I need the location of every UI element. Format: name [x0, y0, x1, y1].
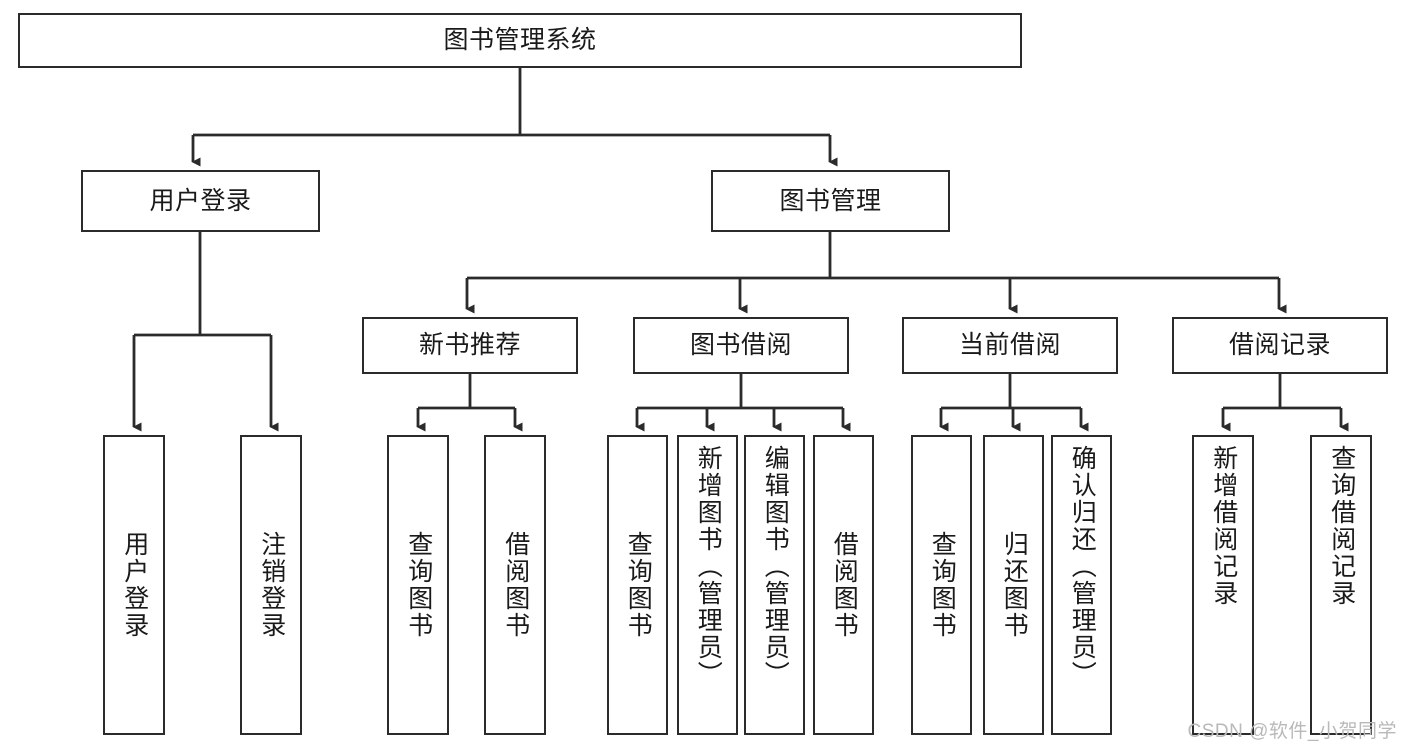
- node-label: 确认归还（管理员）: [1068, 445, 1097, 688]
- node-leaf-query-book-2[interactable]: 查询图书: [607, 435, 668, 735]
- node-label: 查询图书: [928, 531, 957, 639]
- node-label: 用户登录: [149, 186, 252, 215]
- node-label: 注销登录: [257, 531, 286, 639]
- node-book-management[interactable]: 图书管理: [711, 170, 950, 232]
- node-label: 新增借阅记录: [1209, 445, 1238, 607]
- node-label: 用户登录: [120, 531, 149, 639]
- node-label: 归还图书: [1000, 531, 1029, 639]
- csdn-watermark: CSDN @软件_小贺同学: [1187, 721, 1397, 742]
- node-new-book-recommend[interactable]: 新书推荐: [362, 317, 578, 374]
- node-leaf-add-borrow-record[interactable]: 新增借阅记录: [1192, 435, 1254, 735]
- node-leaf-edit-book[interactable]: 编辑图书（管理员）: [744, 435, 805, 735]
- node-leaf-user-logout[interactable]: 注销登录: [240, 435, 302, 735]
- node-leaf-add-book[interactable]: 新增图书（管理员）: [677, 435, 738, 735]
- node-current-borrow[interactable]: 当前借阅: [902, 317, 1118, 374]
- node-book-borrow[interactable]: 图书借阅: [633, 317, 849, 374]
- node-leaf-user-login[interactable]: 用户登录: [103, 435, 165, 735]
- node-label: 新书推荐: [418, 331, 521, 360]
- node-label: 借阅图书: [830, 531, 859, 639]
- node-label: 编辑图书（管理员）: [761, 445, 790, 688]
- node-leaf-query-book-1[interactable]: 查询图书: [387, 435, 449, 735]
- node-label: 图书管理: [779, 186, 882, 215]
- node-label: 当前借阅: [958, 331, 1061, 360]
- node-leaf-query-borrow-record[interactable]: 查询借阅记录: [1310, 435, 1372, 735]
- node-label: 借阅记录: [1228, 331, 1331, 360]
- node-borrow-record[interactable]: 借阅记录: [1172, 317, 1388, 374]
- node-label: 图书借阅: [689, 331, 792, 360]
- node-leaf-query-book-3[interactable]: 查询图书: [911, 435, 972, 735]
- node-user-login[interactable]: 用户登录: [81, 170, 320, 232]
- node-label: 新增图书（管理员）: [694, 445, 723, 688]
- node-label: 查询图书: [404, 531, 433, 639]
- node-leaf-borrow-book-2[interactable]: 借阅图书: [813, 435, 874, 735]
- node-leaf-return-book[interactable]: 归还图书: [983, 435, 1044, 735]
- node-root-system[interactable]: 图书管理系统: [18, 13, 1022, 68]
- node-label: 查询借阅记录: [1327, 445, 1356, 607]
- node-leaf-borrow-book-1[interactable]: 借阅图书: [484, 435, 546, 735]
- node-leaf-confirm-return[interactable]: 确认归还（管理员）: [1051, 435, 1112, 735]
- node-label: 借阅图书: [501, 531, 530, 639]
- node-label: 查询图书: [624, 531, 653, 639]
- node-label: 图书管理系统: [443, 26, 597, 55]
